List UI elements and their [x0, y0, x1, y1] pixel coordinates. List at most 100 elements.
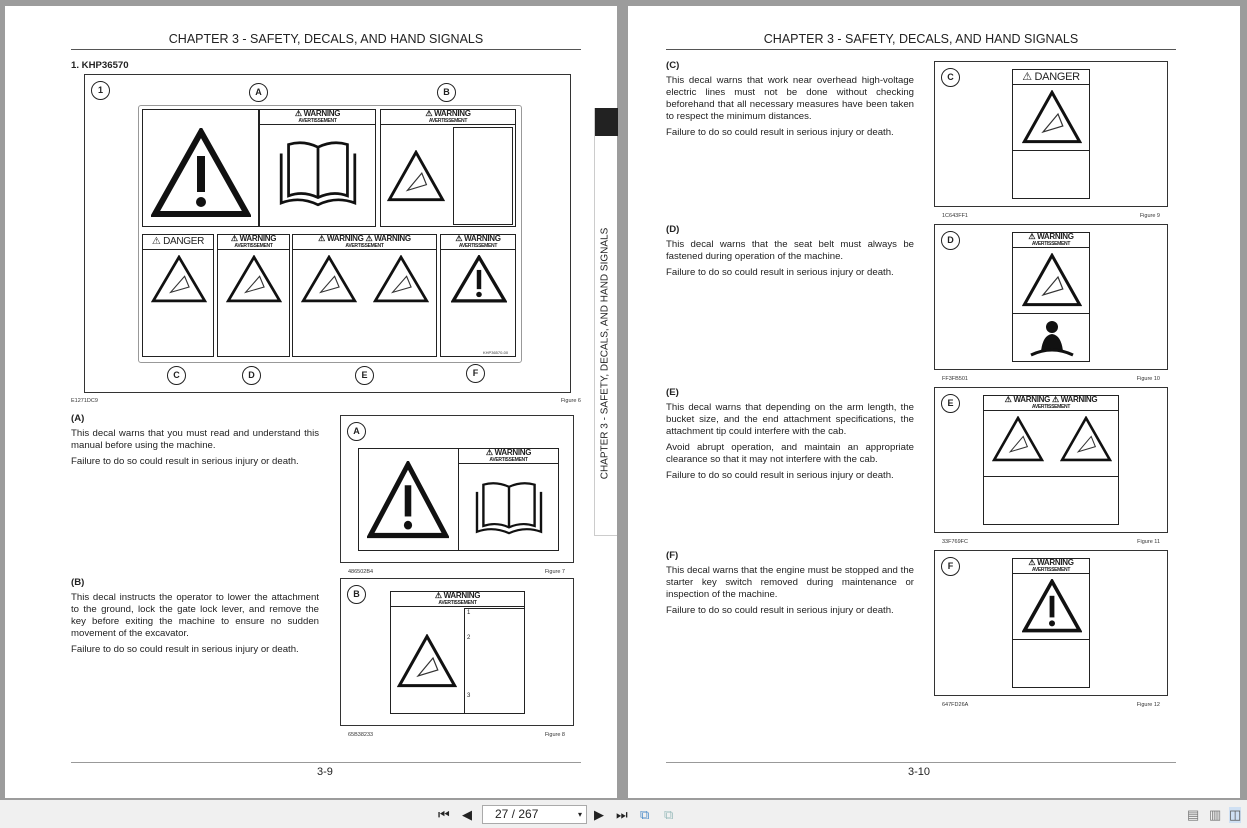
step-number: 1 [467, 610, 471, 616]
figure-label: Figure 12 [1136, 702, 1160, 708]
callout: E [355, 366, 374, 385]
paragraph: This decal warns that depending on the a… [666, 402, 914, 437]
warning-triangle-icon [366, 459, 450, 539]
section-title: 1. KHP36570 [71, 60, 129, 71]
callout: B [437, 83, 456, 102]
callout: 1 [91, 81, 110, 100]
left-page: CHAPTER 3 - SAFETY, DECALS, AND HAND SIG… [5, 6, 617, 798]
figure-label: Figure 6 [560, 398, 581, 404]
paragraph: Failure to do so could result in serious… [666, 605, 894, 616]
callout: E [941, 394, 960, 413]
warning-triangle-icon [991, 415, 1045, 462]
chapter-side-tab: CHAPTER 3 - SAFETY, DECALS, AND HAND SIG… [594, 108, 618, 536]
paragraph: This decal warns that work near overhead… [666, 75, 914, 122]
warning-triangle-icon [450, 253, 508, 303]
callout: C [167, 366, 186, 385]
decal-danger-powerline: ⚠ DANGER [142, 234, 214, 357]
figure-c: C ⚠ DANGER [934, 61, 1168, 207]
item-a-text: (A) This decal warns that you must read … [71, 413, 319, 472]
callout: F [941, 557, 960, 576]
page-indicator: 27 / 267 [495, 807, 539, 821]
decal-warning-triangle [142, 109, 259, 227]
figure-code: 33F769FC [942, 539, 968, 545]
last-page-icon[interactable]: ⏭ [616, 807, 628, 822]
paragraph: Avoid abrupt operation, and maintain an … [666, 442, 914, 465]
divider [1013, 313, 1089, 314]
dropdown-chevron-icon[interactable]: ▾ [577, 810, 582, 819]
warning-triangle-icon [1059, 415, 1113, 462]
header-rule [71, 49, 581, 50]
warning-triangle-icon [225, 254, 283, 303]
page-header: CHAPTER 3 - SAFETY, DECALS, AND HAND SIG… [763, 32, 1079, 46]
warning-triangle-icon [396, 633, 458, 688]
fit-page-icon[interactable]: ⧉ [640, 807, 650, 822]
callout: B [347, 585, 366, 604]
callout: C [941, 68, 960, 87]
item-title: (B) [71, 577, 85, 588]
paragraph: This decal warns that the engine must be… [666, 565, 914, 600]
callout: F [466, 364, 485, 383]
single-page-icon[interactable]: ▤ [1187, 807, 1200, 822]
item-text: (E) This decal warns that depending on th… [666, 387, 914, 486]
fit-width-icon[interactable]: ⧉ [664, 807, 674, 822]
item-title: (D) [666, 224, 680, 235]
item-text: (D)This decal warns that the seat belt m… [666, 224, 914, 283]
manual-book-icon [469, 481, 549, 539]
page-number-input[interactable]: 27 / 267 ▾ [482, 805, 587, 824]
paragraph: This decal instructs the operator to low… [71, 592, 319, 639]
steps-panel [453, 127, 513, 225]
figure-label: Figure 10 [1136, 376, 1160, 382]
item-text: (F)This decal warns that the engine must… [666, 550, 914, 621]
danger-label: ⚠ DANGER [143, 235, 213, 250]
divider [984, 476, 1118, 477]
warning-triangle-icon [1021, 252, 1083, 307]
item-title: (E) [666, 387, 679, 398]
page-number: 3-9 [317, 766, 333, 778]
warning-triangle-icon [372, 254, 430, 303]
header-rule [666, 49, 1176, 50]
warning-triangle-icon [386, 149, 446, 202]
page-header: CHAPTER 3 - SAFETY, DECALS, AND HAND SIG… [168, 32, 484, 46]
callout: A [347, 422, 366, 441]
side-tab-label: CHAPTER 3 - SAFETY, DECALS, AND HAND SIG… [599, 227, 611, 480]
warning-triangle-icon [300, 254, 358, 303]
two-page-icon[interactable]: ◫ [1229, 807, 1242, 823]
warning-triangle-icon [1021, 89, 1083, 144]
paragraph: This decal warns that you must read and … [71, 428, 319, 451]
paragraph: Failure to do so could result in serious… [666, 127, 894, 138]
paragraph: Failure to do so could result in serious… [666, 267, 894, 278]
first-page-icon[interactable]: ⏮ [438, 807, 450, 822]
footer-rule [71, 762, 581, 763]
prev-page-icon[interactable]: ◀ [462, 807, 472, 822]
next-page-icon[interactable]: ▶ [594, 807, 604, 822]
warning-triangle-icon [149, 125, 253, 218]
manual-book-icon [272, 140, 364, 212]
paragraph: Failure to do so could result in serious… [71, 456, 299, 467]
continuous-icon[interactable]: ▥ [1209, 807, 1222, 822]
figure-code: 647FD26A [942, 702, 969, 708]
item-b-text: (B) This decal instructs the operator to… [71, 577, 319, 660]
item-title: (A) [71, 413, 85, 424]
figure-code: FF3FB501 [942, 376, 968, 382]
footer-rule [666, 762, 1176, 763]
